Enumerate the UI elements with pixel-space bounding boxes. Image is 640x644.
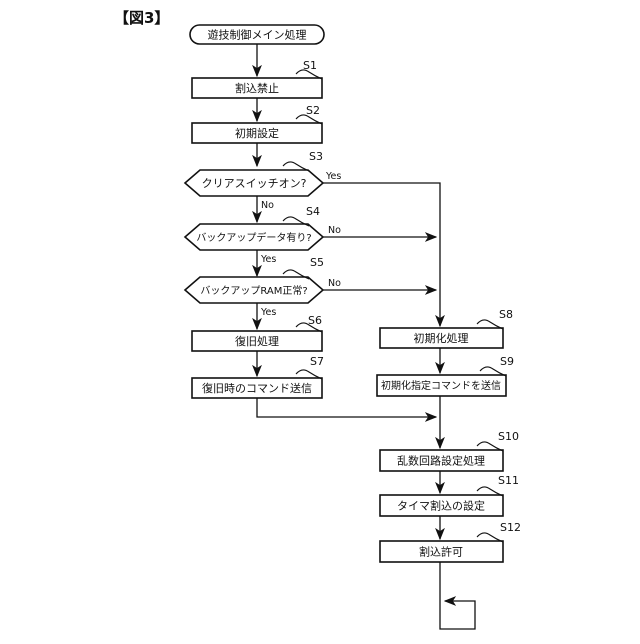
leader-curl-s7 [295,369,323,380]
process-box-s12 [379,540,504,563]
process-label-s11: タイマ割込の設定 [397,499,485,513]
step-id-s9: S9 [500,355,514,368]
leader-curl-s5 [282,269,310,280]
leader-curl-s4 [282,216,310,227]
step-id-s3: S3 [309,150,323,163]
leader-curl-s1 [295,69,323,80]
step-id-s5: S5 [310,256,324,269]
decision-label-s5: バックアップRAM正常? [200,284,307,297]
connector-s7-join [256,398,438,422]
process-label-s8: 初期化処理 [414,331,469,345]
leader-curl-s3 [282,161,310,172]
process-label-s10: 乱数回路設定処理 [397,454,485,468]
connector-s3-yes-s8 [323,182,445,328]
process-label-s12: 割込許可 [419,545,463,559]
process-label-s1: 割込禁止 [235,81,279,95]
leader-curl-s9 [479,366,507,377]
process-box-s11 [379,494,504,517]
process-box-s10 [379,449,504,472]
step-id-s10: S10 [498,430,519,443]
step-id-s12: S12 [500,521,521,534]
step-id-s1: S1 [303,59,317,72]
branch-label-s4-no: No [328,225,341,236]
leader-curl-s8 [476,319,504,330]
step-id-s11: S11 [498,474,519,487]
figure-title: 【図3】 [114,9,169,27]
process-box-s9 [376,374,507,397]
step-id-s6: S6 [308,314,322,327]
process-label-s2: 初期設定 [235,126,279,140]
start-terminal-label: 遊技制御メイン処理 [208,28,307,42]
process-label-s9: 初期化指定コマンドを送信 [381,379,501,392]
branch-label-s3-no: No [261,200,274,211]
branch-label-s5-no: No [328,278,341,289]
leader-curl-s11 [476,486,504,497]
connector-infinite-loop [439,562,476,630]
process-label-s6: 復旧処理 [235,335,279,348]
branch-label-s3-yes: Yes [325,171,341,182]
step-id-s7: S7 [310,355,324,368]
process-box-s8 [379,327,504,349]
step-id-s2: S2 [306,104,320,117]
step-id-s4: S4 [306,205,320,218]
leader-curl-s12 [476,532,504,543]
process-label-s7: 復旧時のコマンド送信 [202,381,312,395]
branch-label-s4-yes: Yes [260,254,276,265]
leader-curl-s6 [295,322,323,333]
decision-label-s3: クリアスイッチオン? [202,177,307,190]
branch-label-s5-yes: Yes [260,307,276,318]
leader-curl-s2 [295,114,323,125]
start-terminal [189,24,325,45]
step-id-s8: S8 [499,308,513,321]
leader-curl-s10 [476,441,504,452]
decision-label-s4: バックアップデータ有り? [196,231,311,244]
